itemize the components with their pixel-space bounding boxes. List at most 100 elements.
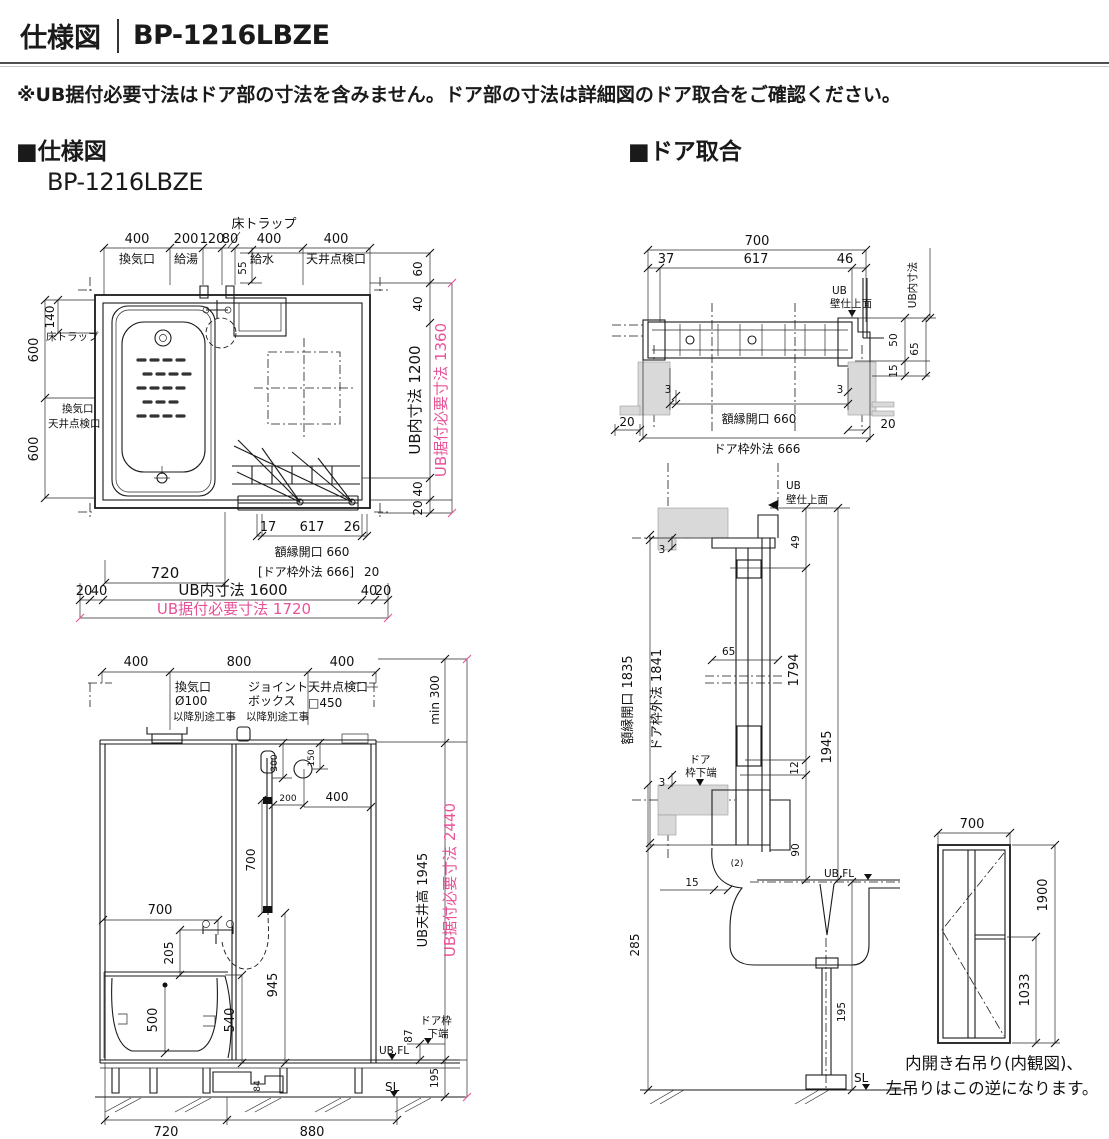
dim: 150 [307, 749, 317, 766]
dim: 37 [658, 252, 675, 267]
dim: 15 [685, 877, 698, 889]
dim: 12 [789, 761, 801, 774]
ubfl-marker-v [864, 874, 872, 880]
dim: 20 [619, 415, 634, 429]
dim: 17 [260, 520, 277, 535]
dim: 1033 [1018, 973, 1033, 1006]
dim: 26 [344, 520, 361, 535]
jamb-right [847, 361, 877, 416]
label-vent: 換気口 [175, 679, 211, 694]
tub-antislip-pattern [136, 358, 192, 418]
elev-dim-ticks [97, 654, 450, 1125]
dim: 195 [836, 1002, 848, 1022]
leg-foot [805, 1074, 847, 1090]
dim: 195 [429, 1068, 441, 1088]
dim: 1794 [787, 653, 802, 686]
dim: 50 [888, 333, 900, 346]
elev-floor [100, 1059, 460, 1064]
plan-inner-wall [102, 302, 363, 501]
supply-stubs [199, 285, 235, 299]
label-hot-water: 給湯 [174, 252, 198, 266]
elev-corner-marks [88, 682, 376, 707]
ground-hatch-v [649, 1089, 830, 1105]
shower-head [260, 750, 276, 774]
door-leaf-rect [942, 849, 1006, 1039]
dim-required: UB据付必要寸法 1360 [432, 323, 450, 477]
dim: 3 [659, 777, 666, 789]
break-lines [705, 675, 785, 684]
level-sl-v: SL [854, 1071, 869, 1085]
sl-marker-v [862, 1084, 870, 1090]
label-water: 給水 [250, 252, 274, 266]
dim: 880 [300, 1125, 325, 1139]
dim: 400 [125, 232, 150, 247]
wall-tail-right2 [871, 410, 895, 417]
door-plan-section: 700 37 617 46 UB 壁仕上面 UB内寸法 50 65 15 3 3… [610, 234, 936, 456]
dim-frame-outer-v: ドア枠外法 1841 [650, 649, 665, 751]
door-caption-line2: 左吊りはこの逆になります。 [886, 1079, 1099, 1098]
dim: 400 [124, 655, 149, 670]
dim: 40 [411, 296, 425, 311]
plan-outer-wall [94, 294, 371, 509]
dim: 80 [222, 232, 239, 247]
label-doorframe-v: ドア [690, 754, 711, 766]
elevation-view: 400 800 400 換気口 Ø100 以降別途工事 ジョイント ボックス 以… [88, 654, 472, 1139]
drain-trap [212, 1071, 284, 1093]
door-elevation: 700 1900 1033 内開き右吊り(内観図)、 左吊りはこの逆になります。 [886, 817, 1099, 1098]
dim: 49 [790, 535, 802, 548]
dim: 20 [76, 584, 93, 599]
level-ubfl-v: UB.FL [824, 868, 854, 880]
page-title: 仕様図 [20, 23, 101, 54]
header-rule [0, 62, 1109, 67]
door-swing-lines [941, 852, 1005, 1037]
rail-hook-top [263, 797, 272, 804]
spec-section-heading: ■仕様図 [16, 139, 107, 165]
wall-faucet [206, 300, 228, 318]
floor-pan [711, 847, 900, 966]
dim: 20 [880, 417, 895, 431]
floor-legs [111, 1068, 363, 1094]
frame-cap-right [837, 317, 871, 367]
vent-fan-brackets [146, 727, 188, 735]
door-panel-split [967, 850, 1005, 1038]
shower-rail [266, 758, 273, 913]
label-wall-face: 壁仕上面 [830, 297, 872, 310]
dim: 3 [659, 544, 666, 556]
label-ub: UB [832, 285, 847, 297]
dim: 140 [43, 306, 57, 329]
dim: 120 [200, 232, 225, 247]
dim: 617 [300, 520, 325, 535]
ceiling-access-cross [254, 338, 356, 438]
elev-pink-ticks [462, 654, 472, 1102]
dim-required: UB据付必要寸法 2440 [441, 803, 459, 957]
handle-detail [736, 725, 762, 767]
label-access: 天井点検口 [308, 680, 368, 694]
doorplan-dim-lines [614, 248, 936, 440]
dim: 20 [364, 565, 379, 579]
label-vent-left: 換気口 [62, 402, 94, 415]
roller-right [747, 335, 757, 345]
wall-face-marker-v [768, 500, 778, 510]
sl-marker [390, 1091, 398, 1097]
level-ubfl: UB.FL [379, 1045, 409, 1057]
door-vertical-section: UB 壁仕上面 3 49 65 額縁開口 1835 ドア枠外法 1841 179… [620, 463, 905, 1105]
elev-faucet-handle-l [202, 920, 210, 928]
dim: 285 [628, 934, 642, 957]
lock-detail [736, 559, 762, 579]
dim: 40 [361, 584, 378, 599]
dim-min300: min 300 [428, 675, 442, 724]
dim: 3 [837, 384, 844, 396]
joint-box-icon [236, 726, 251, 742]
bathtub-outline [111, 305, 216, 497]
dim: 55 [237, 261, 249, 274]
label-floor-trap: 床トラップ [46, 330, 99, 343]
dim: 15 [888, 364, 900, 377]
frame-cap-left [642, 319, 666, 361]
dim-ceiling-height: UB天井高 1945 [415, 853, 431, 948]
bathtub-bowl [121, 321, 206, 473]
plan-corner-marks [78, 277, 388, 517]
dim: 200 [174, 232, 199, 247]
sill-frame [711, 789, 791, 851]
wall-tail-left [619, 405, 641, 416]
